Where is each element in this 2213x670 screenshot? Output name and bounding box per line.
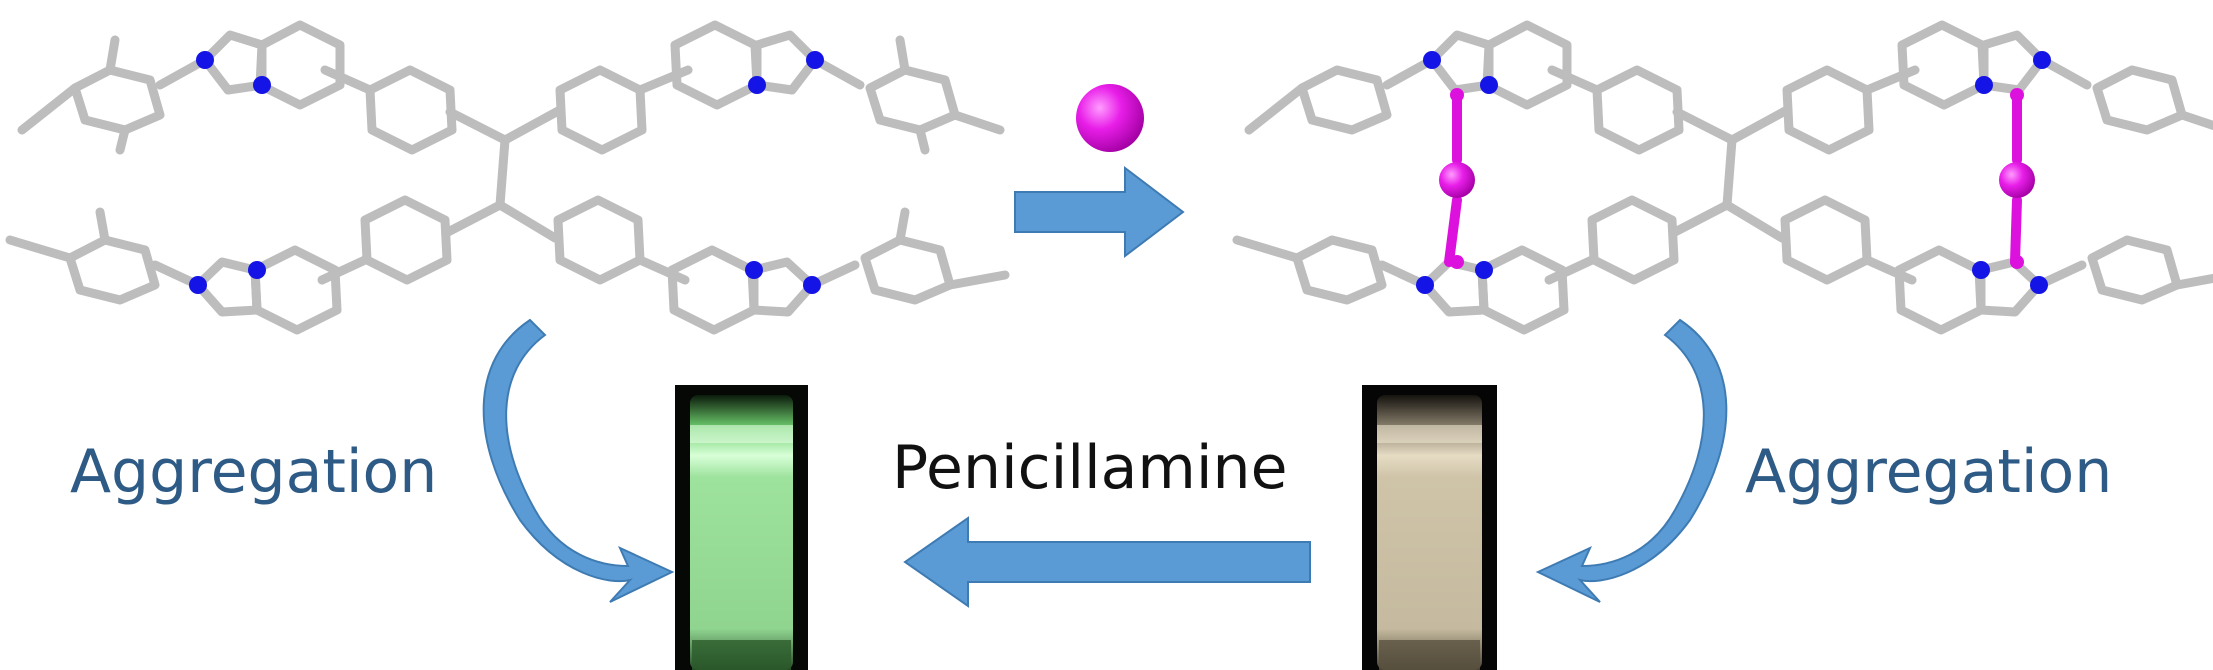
aggregation-curved-arrow-right (1535, 318, 1728, 603)
forward-arrow (1014, 165, 1185, 259)
vial-green-fluorescent (675, 385, 808, 670)
vial-beige-quenched (1362, 385, 1497, 670)
ligand-structure (5, 20, 1010, 335)
metal-ion-icon (1076, 84, 1144, 152)
aggregation-curved-arrow-left (482, 318, 675, 603)
metal-ions-bound (1439, 88, 2035, 269)
complex-structure (1232, 20, 2213, 335)
reverse-arrow (903, 516, 1311, 608)
nitrogen-atoms-left (189, 51, 824, 294)
reagent-label: Penicillamine (892, 433, 1288, 503)
aggregation-label-left: Aggregation (70, 437, 438, 507)
nitrogen-atoms-right (1416, 51, 2051, 294)
aggregation-label-right: Aggregation (1745, 437, 2113, 507)
